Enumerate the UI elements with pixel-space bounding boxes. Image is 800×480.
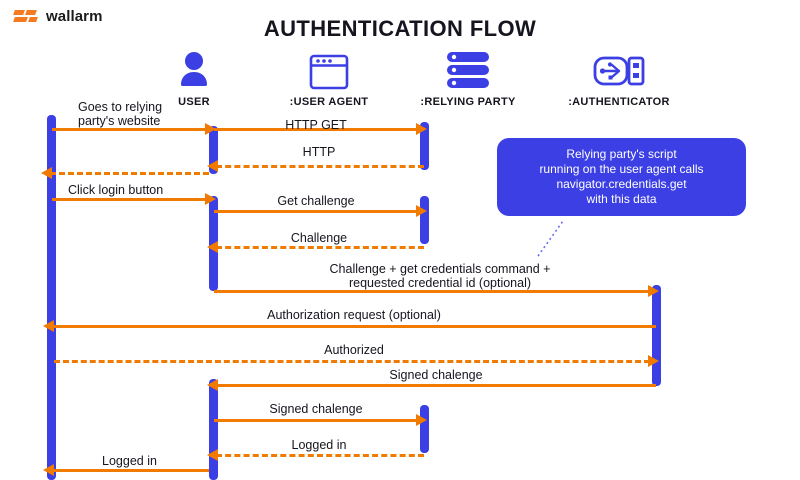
server-stack-icon <box>447 52 489 88</box>
arrowhead-left <box>43 464 54 476</box>
message-line <box>52 198 207 201</box>
arrowhead-right <box>648 355 659 367</box>
message-label-m3: HTTP <box>302 145 336 159</box>
message-line <box>52 469 209 472</box>
callout-box: Relying party's script running on the us… <box>497 138 746 216</box>
message-line <box>214 419 418 422</box>
message-label-m6: Get challenge <box>277 194 355 208</box>
usb-key-icon <box>593 56 645 86</box>
lifeline-relying_party <box>420 196 429 244</box>
actor-relying_party: :RELYING PARTY <box>383 48 553 108</box>
actor-user_agent: :USER AGENT <box>244 48 414 108</box>
arrowhead-right <box>648 285 659 297</box>
person-icon <box>181 52 207 86</box>
actor-label-authenticator: :AUTHENTICATOR <box>568 96 670 108</box>
message-label-m12: Signed chalenge <box>269 402 363 416</box>
arrowhead-left <box>207 379 218 391</box>
message-line <box>50 172 209 175</box>
message-label-m11: Signed chalenge <box>389 368 483 382</box>
lifeline-relying_party <box>420 122 429 170</box>
lifeline-user_agent <box>209 379 218 480</box>
message-line <box>52 128 207 131</box>
message-label-m2: HTTP GET <box>285 118 347 132</box>
usb-key-icon <box>534 48 704 90</box>
arrowhead-left <box>207 241 218 253</box>
message-line <box>214 290 650 293</box>
arrowhead-left <box>207 160 218 172</box>
actor-label-user: USER <box>178 96 210 108</box>
lifeline-authenticator <box>652 285 661 386</box>
wallarm-logo: wallarm <box>13 8 103 25</box>
message-label-m14: Logged in <box>102 454 157 468</box>
message-label-m5: Click login button <box>68 183 164 197</box>
arrowhead-left <box>207 449 218 461</box>
message-line <box>214 210 418 213</box>
actor-label-user_agent: :USER AGENT <box>289 96 369 108</box>
message-line <box>216 246 424 249</box>
arrowhead-right <box>205 123 216 135</box>
message-label-m1: Goes to relying party's website <box>78 100 163 128</box>
lifeline-user <box>47 115 56 480</box>
arrowhead-right <box>416 414 427 426</box>
browser-window-icon <box>309 54 349 90</box>
message-label-m9: Authorization request (optional) <box>267 308 441 322</box>
actor-authenticator: :AUTHENTICATOR <box>534 48 704 108</box>
message-label-m10: Authorized <box>324 343 384 357</box>
message-line <box>216 165 424 168</box>
arrowhead-right <box>205 193 216 205</box>
message-label-m7: Challenge <box>290 231 348 245</box>
brand-name: wallarm <box>46 8 103 25</box>
message-line <box>54 360 650 363</box>
message-label-m13: Logged in <box>291 438 347 452</box>
arrowhead-right <box>416 205 427 217</box>
browser-window-icon <box>244 48 414 90</box>
message-line <box>214 128 418 131</box>
message-line <box>216 384 656 387</box>
arrowhead-left <box>43 320 54 332</box>
message-line <box>216 454 424 457</box>
actor-user: USER <box>109 48 279 108</box>
message-line <box>52 325 656 328</box>
server-stack-icon <box>383 48 553 90</box>
actor-label-relying_party: :RELYING PARTY <box>420 96 516 108</box>
lifeline-user_agent <box>209 126 218 174</box>
arrowhead-right <box>416 123 427 135</box>
arrowhead-left <box>41 167 52 179</box>
message-label-m8: Challenge + get credentials command + re… <box>329 262 551 290</box>
page-title: AUTHENTICATION FLOW <box>263 16 537 41</box>
person-icon <box>109 48 279 90</box>
lifeline-relying_party <box>420 405 429 453</box>
